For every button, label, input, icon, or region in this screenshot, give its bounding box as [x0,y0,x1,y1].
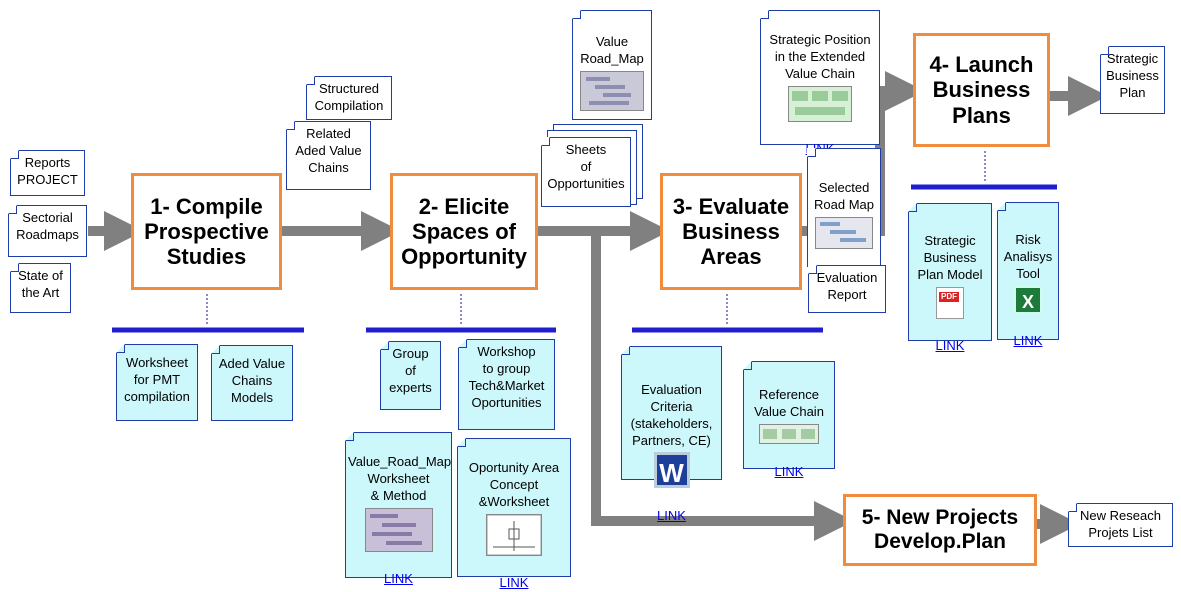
stage-1-compile: 1- Compile Prospective Studies [131,173,282,290]
stage-3-evaluate: 3- Evaluate Business Areas [660,173,802,290]
tool-aded-value-models: Aded Value Chains Models [211,345,293,421]
selected-road-map-label: Selected Road Map [814,179,874,212]
input-reports-project: Reports PROJECT [10,150,85,196]
doc-sheets-opportunities: Sheets of Opportunities [541,137,631,207]
tool-evaluation-criteria: Evaluation Criteria (stakeholders, Partn… [621,346,722,523]
doc-strategic-position: Strategic Position in the Extended Value… [760,10,880,156]
tool-workshop: Workshop to group Tech&Market Oportuniti… [458,339,555,430]
evaluation-criteria-label: Evaluation Criteria (stakeholders, Partn… [630,381,713,448]
value-road-map-worksheet-link[interactable]: LINK [384,571,413,587]
doc-related-chains: Related Aded Value Chains [286,121,371,190]
reference-value-chain-link[interactable]: LINK [774,463,804,479]
doc-value-road-map: Value Road_Map LINK [572,10,652,146]
doc-strategic-business-plan: Strategic Business Plan [1100,46,1165,114]
input-state-of-art: State of the Art [10,263,71,313]
value-road-map-worksheet-label: Value_Road_Map Worksheet & Method [348,453,452,503]
tool-value-road-map-worksheet: Value_Road_Map Worksheet & Method LINK [345,432,452,586]
doc-selected-road-map: Selected Road Map LINK [807,148,881,284]
risk-analysis-label: Risk Analisys Tool [1003,231,1053,281]
tool-risk-analysis: Risk Analisys Tool X LINK [997,202,1059,348]
oportunity-area-label: Oportunity Area Concept &Worksheet [468,459,560,509]
word-icon: W [653,452,690,489]
strategic-position-label: Strategic Position in the Extended Value… [769,31,871,81]
roadmap-thumbnail [580,70,644,111]
sbp-model-label: Strategic Business Plan Model [917,232,983,282]
pdf-icon: PDF [936,286,964,319]
tool-reference-value-chain: Reference Value Chain LINK [743,361,835,479]
sbp-model-link[interactable]: LINK [935,338,965,354]
risk-analysis-link[interactable]: LINK [1013,333,1043,349]
doc-structured-compilation: Structured Compilation [306,76,392,120]
value-chain-thumbnail [788,85,852,122]
oportunity-area-link[interactable]: LINK [499,575,529,591]
doc-evaluation-report: Evaluation Report [808,265,886,313]
oportunity-thumbnail [486,513,542,556]
reference-chain-thumbnail [759,423,819,444]
doc-new-research-list: New Reseach Projets List [1068,503,1173,547]
tool-worksheet-pmt: Worksheet for PMT compilation [116,344,198,421]
tool-sbp-model: Strategic Business Plan Model PDF LINK [908,203,992,353]
arrow-to-s5 [591,231,854,541]
worksheet-thumbnail [364,507,433,552]
stage-5-new-projects: 5- New Projects Develop.Plan [843,494,1037,566]
selected-roadmap-thumbnail [815,216,873,249]
tool-group-experts: Group of experts [380,341,441,410]
evaluation-criteria-link[interactable]: LINK [657,508,686,524]
value-road-map-label: Value Road_Map [580,33,644,66]
reference-value-chain-label: Reference Value Chain [754,386,824,419]
excel-icon: X [1014,285,1042,314]
tool-oportunity-area: Oportunity Area Concept &Worksheet LINK [457,438,571,590]
input-sectorial-roadmaps: Sectorial Roadmaps [8,205,87,257]
stage-4-launch: 4- Launch Business Plans [913,33,1050,147]
stage-2-elicite: 2- Elicite Spaces of Opportunity [390,173,538,290]
